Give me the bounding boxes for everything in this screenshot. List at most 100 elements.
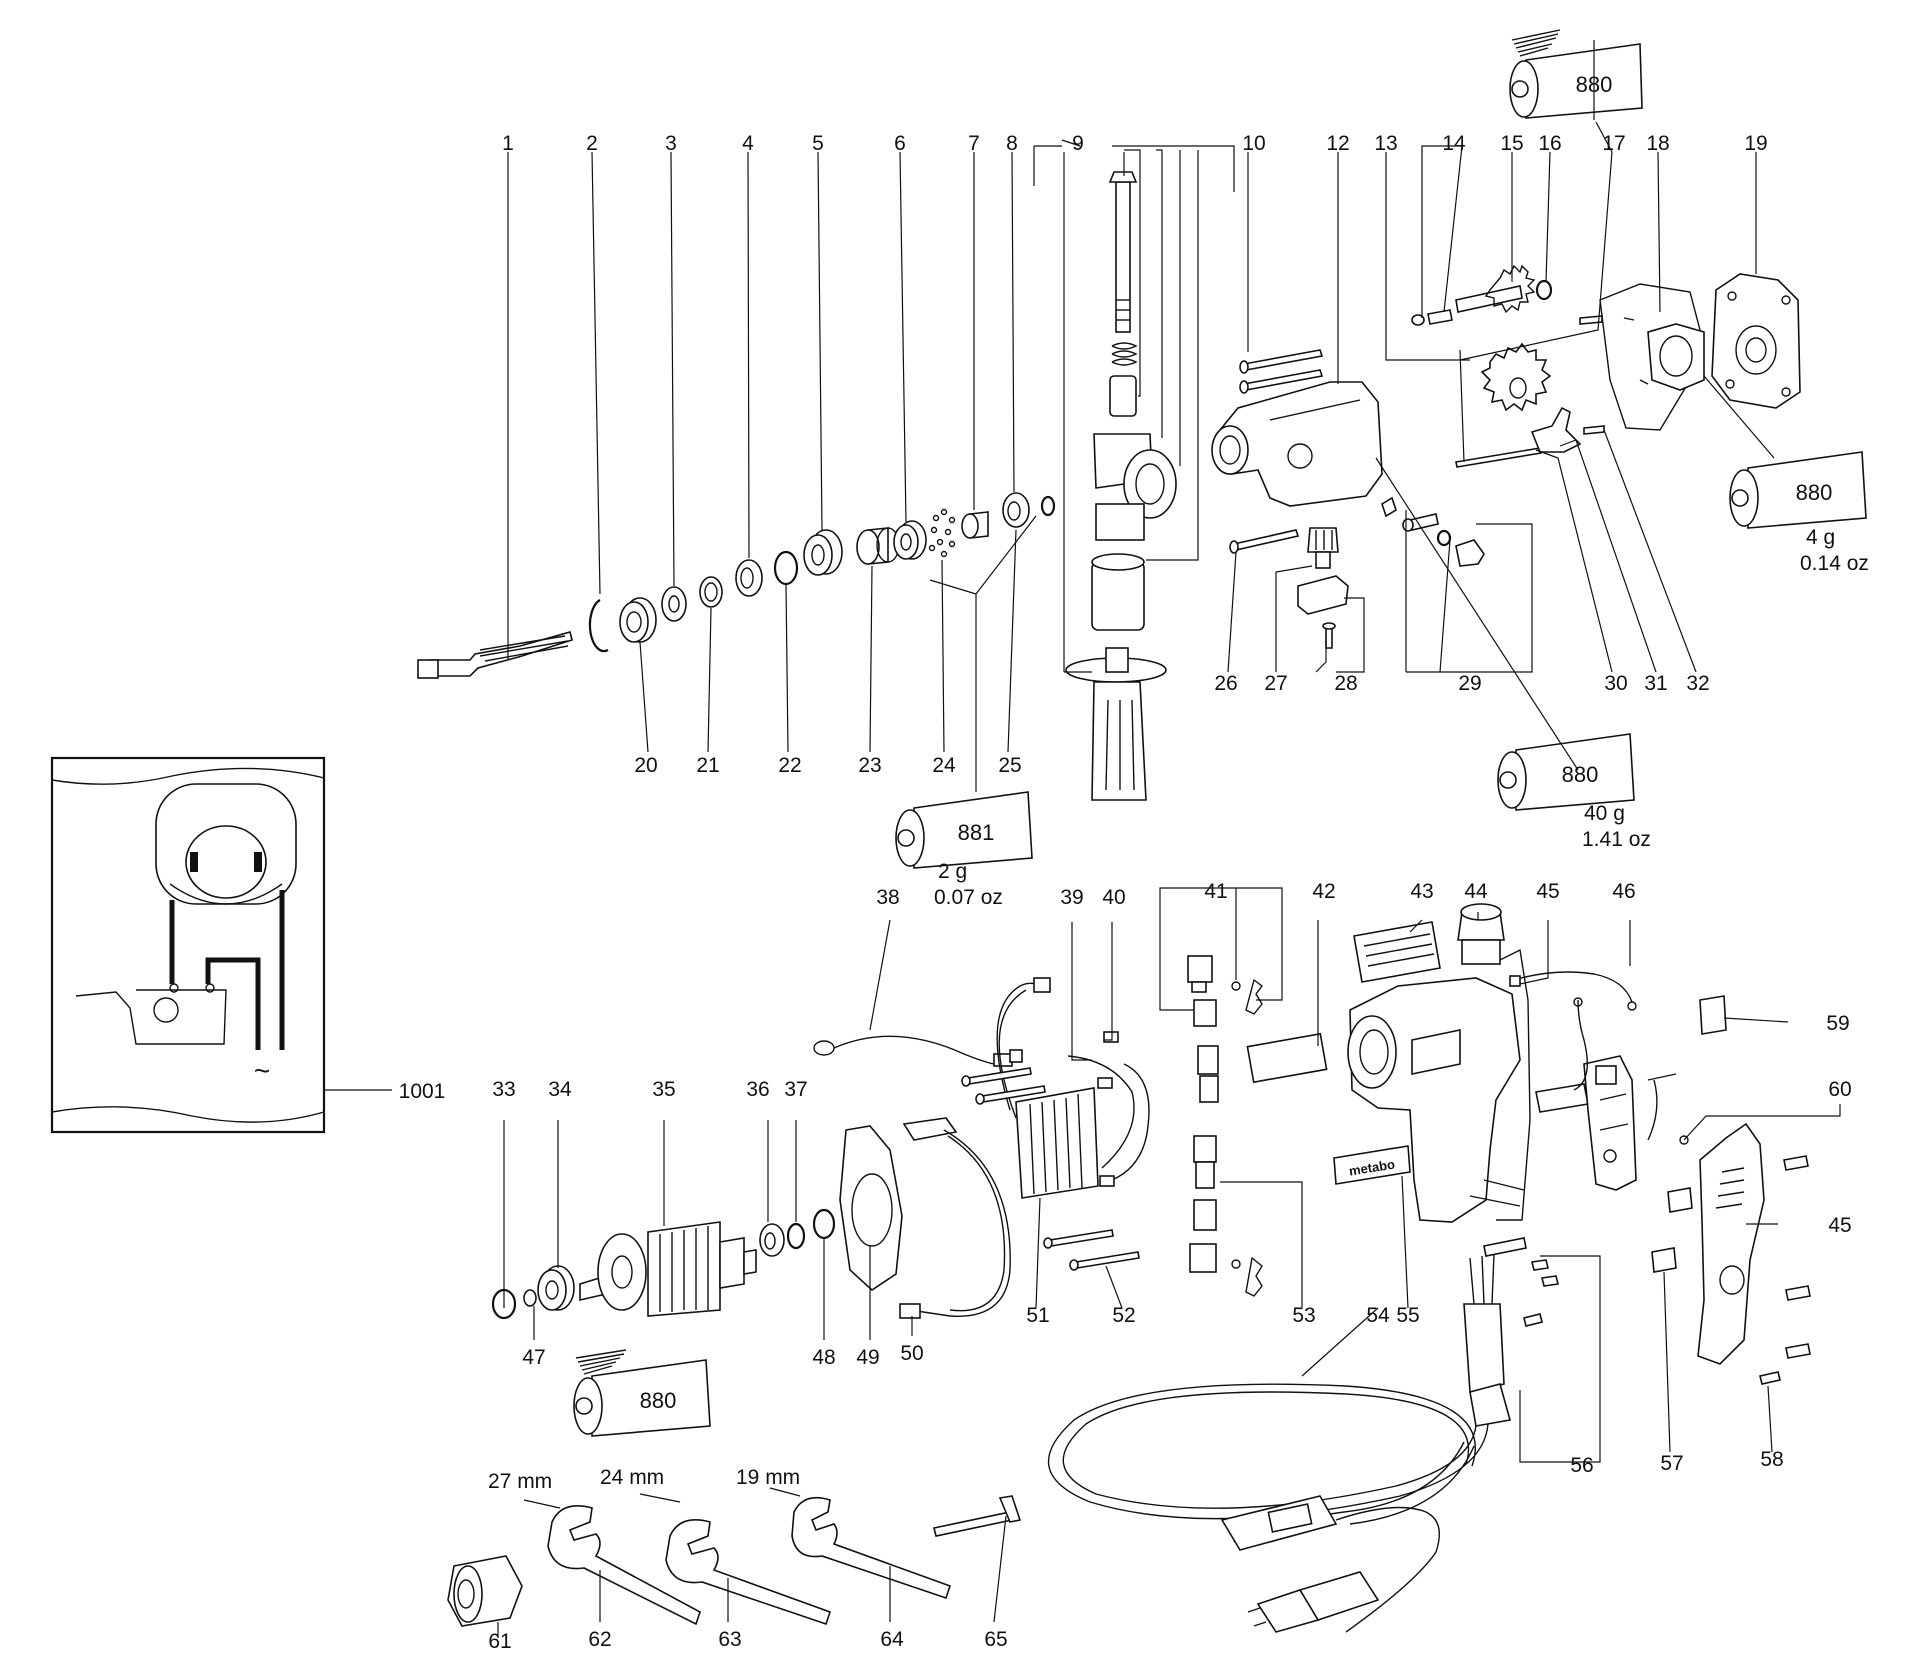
label-1: 1 — [502, 132, 514, 155]
part-56-strain-relief — [1483, 1237, 1559, 1327]
screws-motor — [961, 1067, 1046, 1105]
label-10: 10 — [1242, 132, 1265, 155]
label-56: 56 — [1570, 1454, 1593, 1477]
label-23: 23 — [858, 754, 881, 777]
tube-880-right-oz: 0.14 oz — [1800, 552, 1869, 575]
label-64: 64 — [880, 1628, 904, 1651]
part-21-ring — [699, 576, 723, 608]
tube-880-right-grams: 4 g — [1806, 526, 1835, 549]
part-32-pins — [1579, 315, 1605, 435]
part-1-spindle — [417, 631, 573, 679]
spindle-assembly — [417, 492, 1056, 679]
part-16-ring — [1535, 279, 1553, 301]
label-57: 57 — [1660, 1452, 1683, 1475]
part-6-bearing — [893, 520, 927, 560]
part-41-brush-holder — [1187, 955, 1263, 1103]
part-58-screw — [1759, 1371, 1781, 1385]
part-57-blocks — [1651, 1187, 1693, 1273]
label-48: 48 — [812, 1346, 835, 1369]
part-8-bearing — [1002, 492, 1030, 528]
part-40-wire — [1099, 1063, 1150, 1187]
label-34: 34 — [548, 1078, 572, 1101]
label-4: 4 — [742, 132, 754, 155]
part-44-knob — [1457, 903, 1505, 965]
part-42-label — [1246, 1032, 1328, 1084]
label-19: 19 — [1744, 132, 1767, 155]
part-24-balls — [928, 508, 956, 558]
part-35-armature — [579, 1221, 757, 1317]
part-63-wrench-24mm — [665, 1519, 832, 1626]
label-61: 61 — [488, 1630, 511, 1653]
label-49: 49 — [856, 1346, 879, 1369]
label-44: 44 — [1464, 880, 1488, 903]
leader-lines — [497, 40, 1841, 1638]
part-50-air-guide — [899, 1117, 1011, 1319]
label-53: 53 — [1292, 1304, 1315, 1327]
grease-tube-881: 881 2 g 0.07 oz — [895, 791, 1033, 909]
part-47-washer — [523, 1289, 537, 1307]
label-47: 47 — [522, 1346, 545, 1369]
part-labels: 1 2 3 4 5 6 7 8 9 10 12 13 14 15 16 17 1… — [399, 132, 1852, 1653]
tube-881-grams: 2 g — [938, 860, 967, 883]
label-6: 6 — [894, 132, 906, 155]
label-42: 42 — [1312, 880, 1335, 903]
label-39: 39 — [1060, 886, 1083, 909]
label-16: 16 — [1538, 132, 1561, 155]
part-18-cover — [1647, 323, 1705, 391]
label-43: 43 — [1410, 880, 1433, 903]
ac-symbol: ~ — [254, 1055, 270, 1086]
part-48-ring — [812, 1208, 836, 1240]
label-2: 2 — [586, 132, 598, 155]
part-64-wrench-19mm — [791, 1496, 952, 1600]
label-17: 17 — [1602, 132, 1625, 155]
label-29: 29 — [1458, 672, 1481, 695]
label-59: 59 — [1826, 1012, 1849, 1035]
part-62-wrench-27mm — [547, 1505, 701, 1626]
tube-881-oz: 0.07 oz — [934, 886, 1003, 909]
part-55-brand-plate: metabo — [1333, 1145, 1411, 1185]
label-65: 65 — [984, 1628, 1007, 1651]
grease-tube-880-top: 880 — [1509, 29, 1643, 119]
label-9: 9 — [1072, 132, 1084, 155]
label-25: 25 — [998, 754, 1021, 777]
part-52-screws — [1043, 1229, 1140, 1271]
wrench-64-size: 19 mm — [736, 1466, 800, 1489]
label-36: 36 — [746, 1078, 769, 1101]
label-31: 31 — [1644, 672, 1667, 695]
part-36-bearing — [759, 1223, 785, 1257]
label-45: 45 — [1536, 880, 1559, 903]
part-15-gear — [1455, 264, 1536, 314]
label-20: 20 — [634, 754, 657, 777]
part-20-bearing — [619, 597, 657, 643]
wrench-63-size: 24 mm — [600, 1466, 664, 1489]
label-12: 12 — [1326, 132, 1349, 155]
part-27-knob — [1307, 527, 1339, 569]
part-13-gear — [1480, 342, 1552, 412]
label-27: 27 — [1264, 672, 1287, 695]
label-58: 58 — [1760, 1448, 1783, 1471]
part-45-handle-shell — [1697, 1122, 1811, 1365]
label-8: 8 — [1006, 132, 1018, 155]
label-45-handle: 45 — [1828, 1214, 1851, 1237]
part-60-electronics — [1535, 997, 1689, 1191]
label-30: 30 — [1604, 672, 1627, 695]
tube-880-bottom-label: 880 — [640, 1388, 677, 1413]
label-35: 35 — [652, 1078, 675, 1101]
label-7: 7 — [968, 132, 980, 155]
label-62: 62 — [588, 1628, 611, 1651]
part-12-gear-housing — [1211, 381, 1383, 507]
wrench-62-size: 27 mm — [488, 1470, 552, 1493]
label-52: 52 — [1112, 1304, 1135, 1327]
label-33: 33 — [492, 1078, 515, 1101]
part-39-wires — [1067, 1031, 1135, 1169]
part-34-bearing — [537, 1265, 575, 1311]
part-28-switch-button — [1297, 575, 1349, 649]
part-53-brush-holder — [1189, 1135, 1263, 1297]
label-46: 46 — [1612, 880, 1635, 903]
part-25-ring — [1040, 495, 1056, 517]
grease-tube-880-bottom: 880 — [573, 1349, 711, 1437]
part-3-washer — [661, 586, 687, 622]
label-38: 38 — [876, 886, 899, 909]
label-21: 21 — [696, 754, 719, 777]
